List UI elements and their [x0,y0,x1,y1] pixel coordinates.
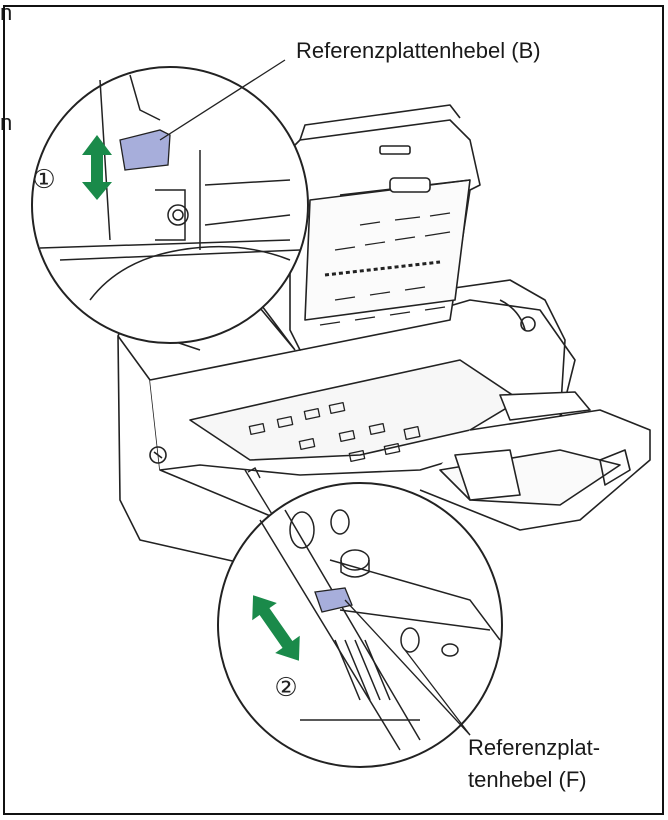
open-lid [289,104,481,351]
reference-plate-lever-b [119,129,171,171]
label-f-line2: tenhebel (F) [468,767,587,792]
step-1-marker: ① [32,165,55,195]
reference-plate-lever-f [314,587,353,613]
leader-line-f [344,599,471,736]
label-reference-plate-lever-b: Referenzplattenhebel (B) [296,38,541,63]
double-headed-arrow-icon [82,135,112,200]
scanner-body [117,279,651,566]
double-headed-arrow-icon [252,595,300,661]
leader-line-b [159,59,286,141]
step-2-marker: ② [274,673,297,703]
label-f-line1: Referenzplat- [468,735,601,760]
figure-frame [3,5,664,815]
zoom-circle-lower [217,482,503,768]
label-reference-plate-lever-f: Referenzplat- tenhebel (F) [468,732,600,796]
zoom-circle-upper [31,59,309,344]
